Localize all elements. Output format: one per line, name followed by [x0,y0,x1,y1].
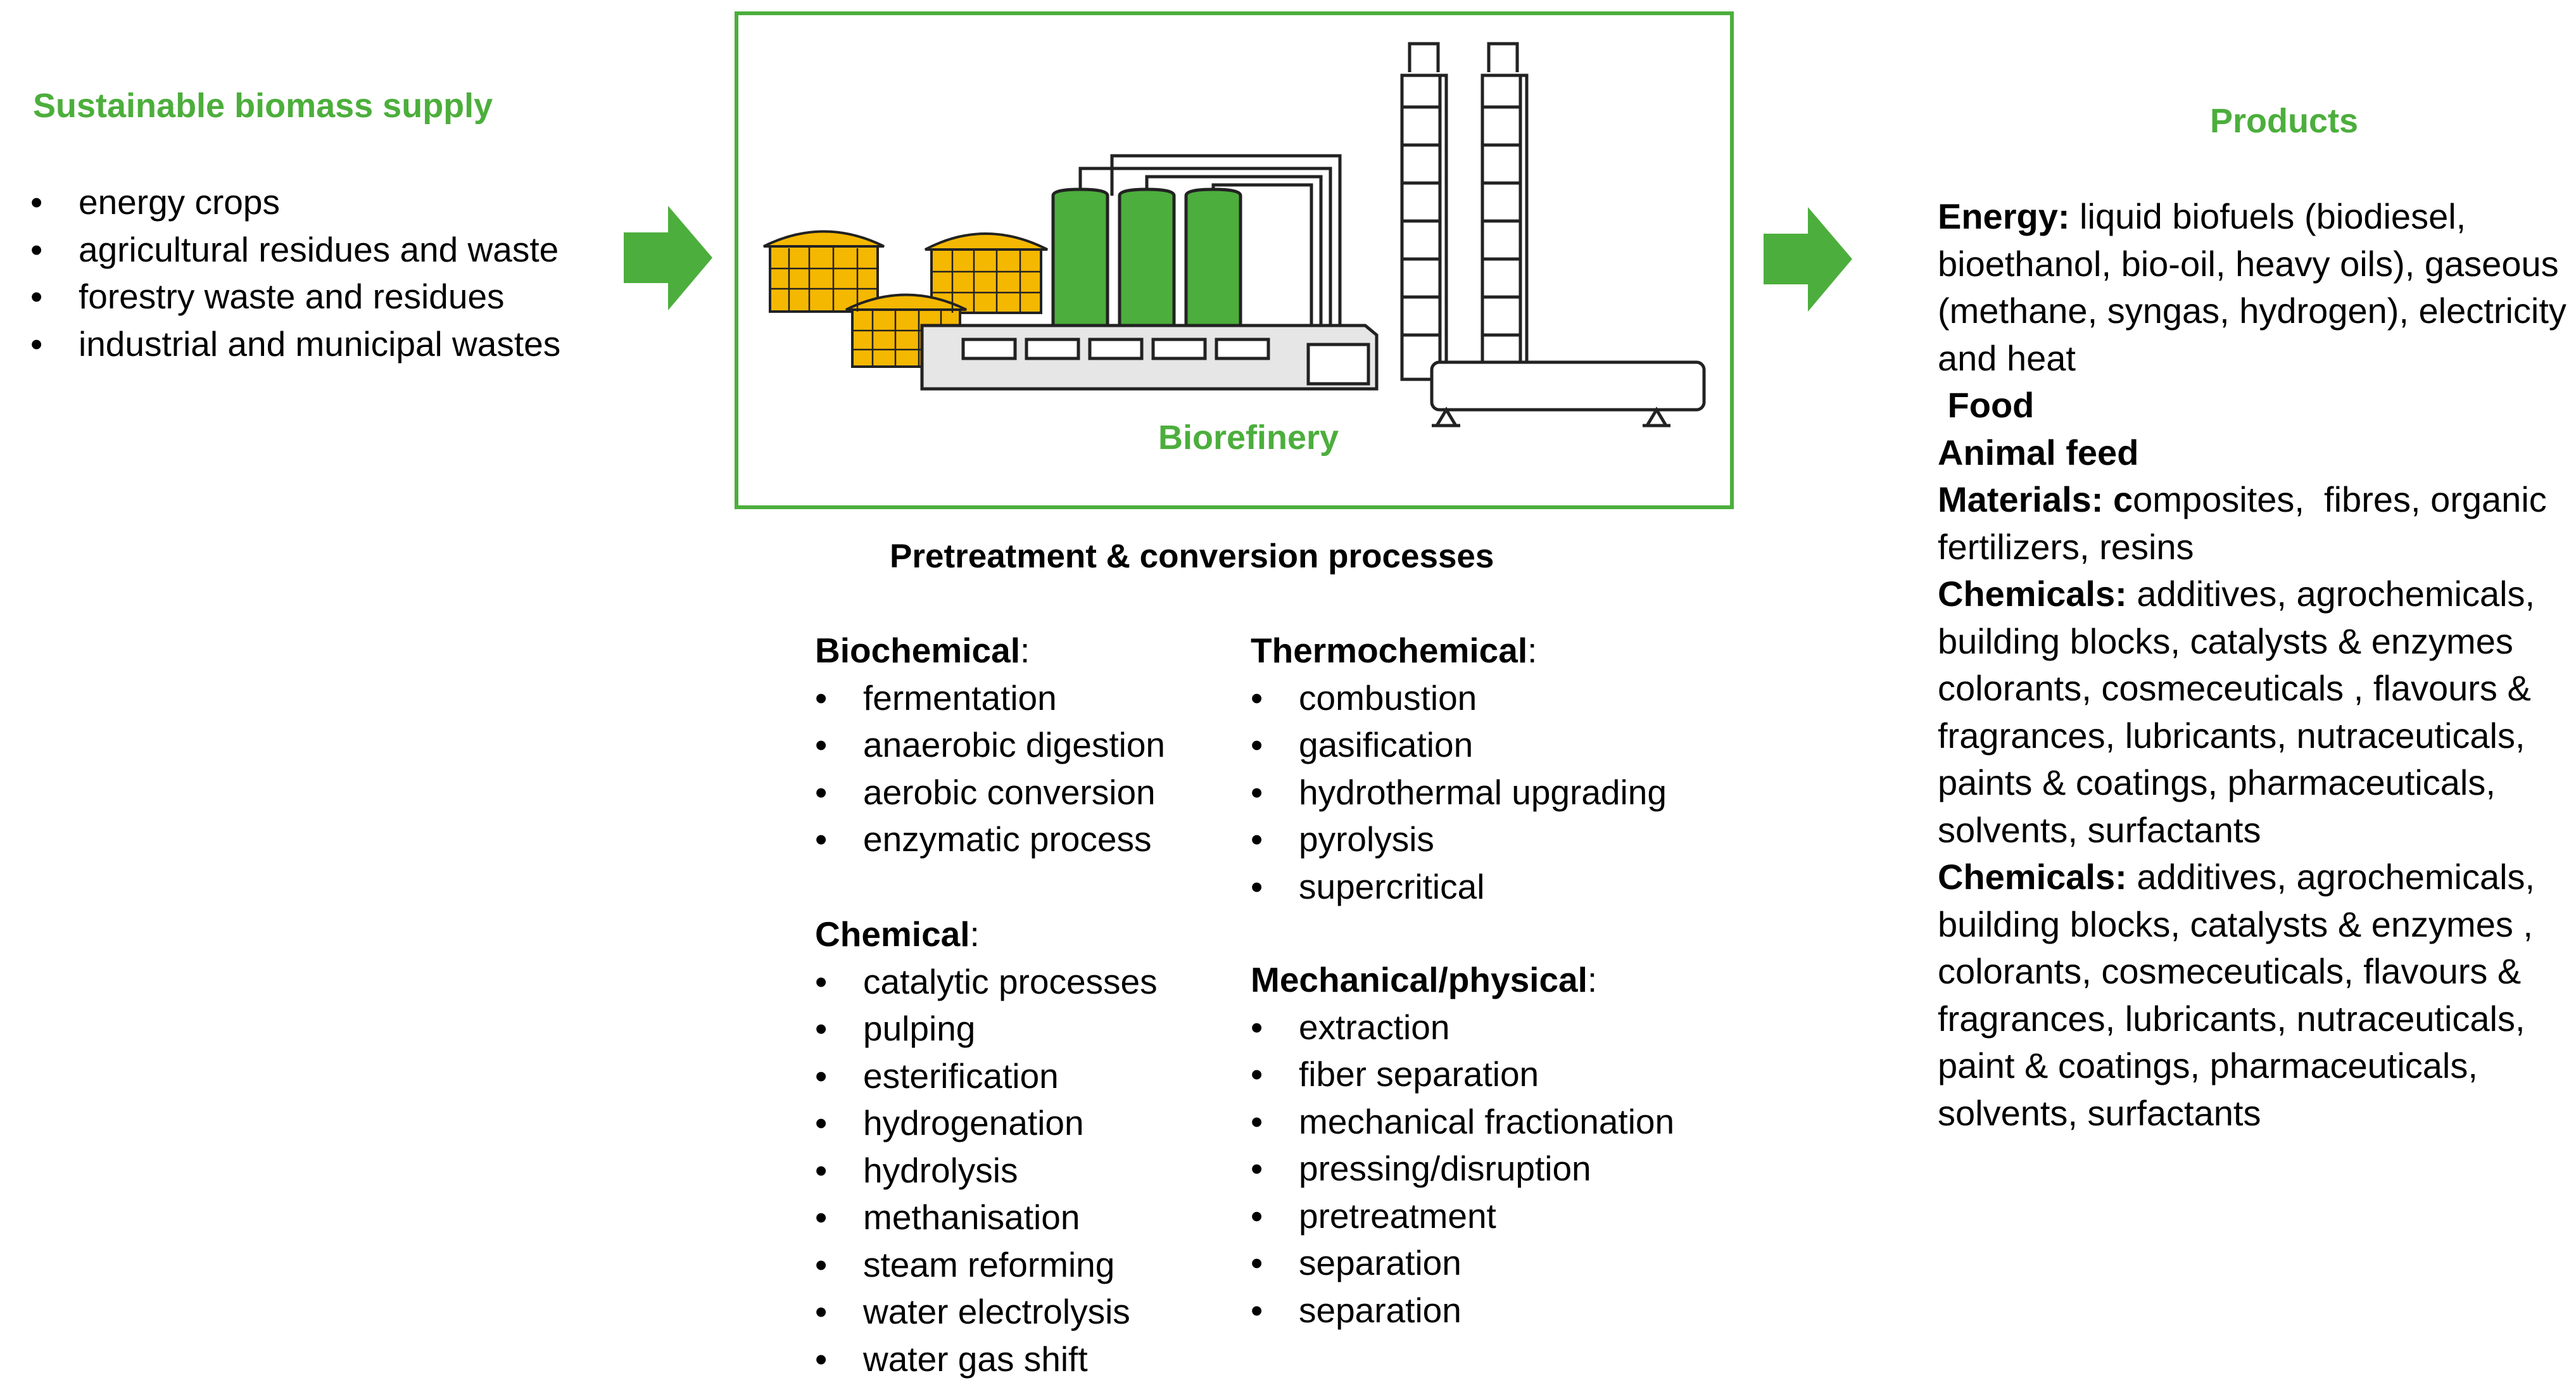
category-list: combustion gasification hydrothermal upg… [1251,674,1667,911]
list-item: hydrothermal upgrading [1251,769,1667,816]
list-item: supercritical [1251,863,1667,911]
right-arrow-icon [624,206,712,310]
processes-title: Pretreatment & conversion processes [890,538,1494,575]
products-list: Energy: liquid biofuels (biodiesel, bioe… [1938,193,2576,1137]
list-item: methanisation [815,1194,1158,1241]
product-entry: Materials: composites, fibres, organic f… [1938,479,2557,567]
list-item: water gas shift [815,1336,1158,1383]
list-item: pressing/disruption [1251,1145,1674,1192]
list-item: esterification [815,1053,1158,1100]
product-entry: Energy: liquid biofuels (biodiesel, bioe… [1938,196,2567,378]
list-item: extraction [1251,1004,1674,1051]
product-entry: Chemicals: additives, agrochemicals, bui… [1938,574,2535,850]
category-thermochemical: Thermochemical: combustion gasification … [1251,627,1667,910]
arrow-shape [1764,207,1852,312]
category-list: extraction fiber separation mechanical f… [1251,1004,1674,1334]
biorefinery-label: Biorefinery [1158,419,1339,457]
list-item: industrial and municipal wastes [30,320,560,368]
category-list: catalytic processes pulping esterificati… [815,958,1158,1383]
product-entry: Animal feed [1938,432,2139,472]
column-rungs [1402,105,1520,337]
list-item: fiber separation [1251,1051,1674,1098]
list-item: pulping [815,1005,1158,1053]
category-heading: Thermochemical: [1251,631,1537,670]
list-item: mechanical fractionation [1251,1098,1674,1146]
list-item: pretreatment [1251,1192,1674,1240]
list-item: separation [1251,1287,1674,1334]
list-item: separation [1251,1239,1674,1287]
biorefinery-illustration [763,42,1706,427]
biorefinery-box: Biorefinery [735,11,1734,509]
category-chemical: Chemical: catalytic processes pulping es… [815,911,1158,1382]
list-item: steam reforming [815,1241,1158,1289]
right-arrow-icon [1764,207,1852,312]
list-item: hydrolysis [815,1147,1158,1194]
list-item: fermentation [815,674,1165,722]
list-item: forestry waste and residues [30,273,560,320]
product-entry: Food [1938,385,2035,425]
category-mechanical-physical: Mechanical/physical: extraction fiber se… [1251,956,1674,1334]
products-title: Products [2210,102,2359,140]
category-heading: Biochemical: [815,631,1030,670]
supply-title: Sustainable biomass supply [33,87,493,125]
list-item: combustion [1251,674,1667,722]
list-item: pyrolysis [1251,816,1667,863]
list-item: anaerobic digestion [815,721,1165,769]
storage-tanks [1051,187,1242,327]
list-item: gasification [1251,721,1667,769]
supply-list: energy crops agricultural residues and w… [30,179,560,367]
category-list: fermentation anaerobic digestion aerobic… [815,674,1165,863]
list-item: agricultural residues and waste [30,226,560,274]
list-item: hydrogenation [815,1099,1158,1147]
processing-building [920,324,1379,391]
list-item: energy crops [30,179,560,226]
product-entry: Chemicals: additives, agrochemicals, bui… [1938,857,2535,1133]
category-biochemical: Biochemical: fermentation anaerobic dige… [815,627,1165,863]
arrow-shape [624,206,712,310]
list-item: catalytic processes [815,958,1158,1006]
list-item: water electrolysis [815,1288,1158,1336]
category-heading: Chemical: [815,914,980,954]
category-heading: Mechanical/physical: [1251,960,1598,999]
list-item: aerobic conversion [815,769,1165,816]
list-item: enzymatic process [815,816,1165,863]
